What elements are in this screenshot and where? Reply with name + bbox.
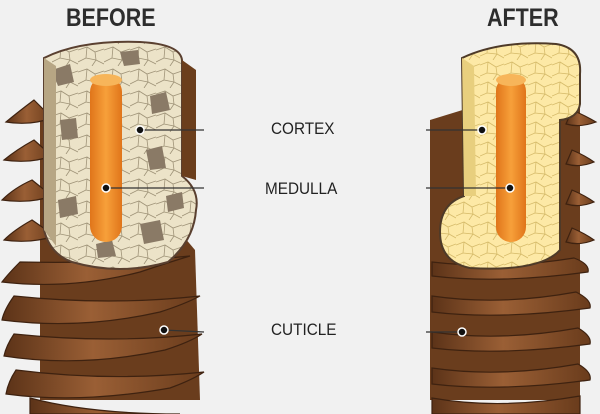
after-medulla-dot bbox=[505, 183, 515, 193]
leader-dots bbox=[101, 125, 515, 337]
after-hair-illustration bbox=[430, 42, 598, 414]
before-cuticle-scales bbox=[0, 99, 205, 414]
medulla-label: MEDULLA bbox=[265, 179, 338, 198]
after-cortex-dot bbox=[477, 125, 487, 135]
before-medulla bbox=[90, 74, 122, 242]
cortex-label: CORTEX bbox=[271, 119, 335, 138]
before-hair-illustration bbox=[0, 40, 205, 414]
after-medulla bbox=[496, 74, 526, 242]
after-heading: AFTER bbox=[487, 4, 559, 32]
before-cortex-dot bbox=[135, 125, 145, 135]
after-cuticle-dot bbox=[457, 327, 467, 337]
before-cuticle-dot bbox=[159, 325, 169, 335]
before-cuticle-leader bbox=[163, 329, 205, 333]
before-medulla-dot bbox=[101, 183, 111, 193]
leader-lines bbox=[106, 129, 510, 333]
before-heading: BEFORE bbox=[66, 4, 156, 32]
cuticle-label: CUTICLE bbox=[271, 320, 337, 339]
